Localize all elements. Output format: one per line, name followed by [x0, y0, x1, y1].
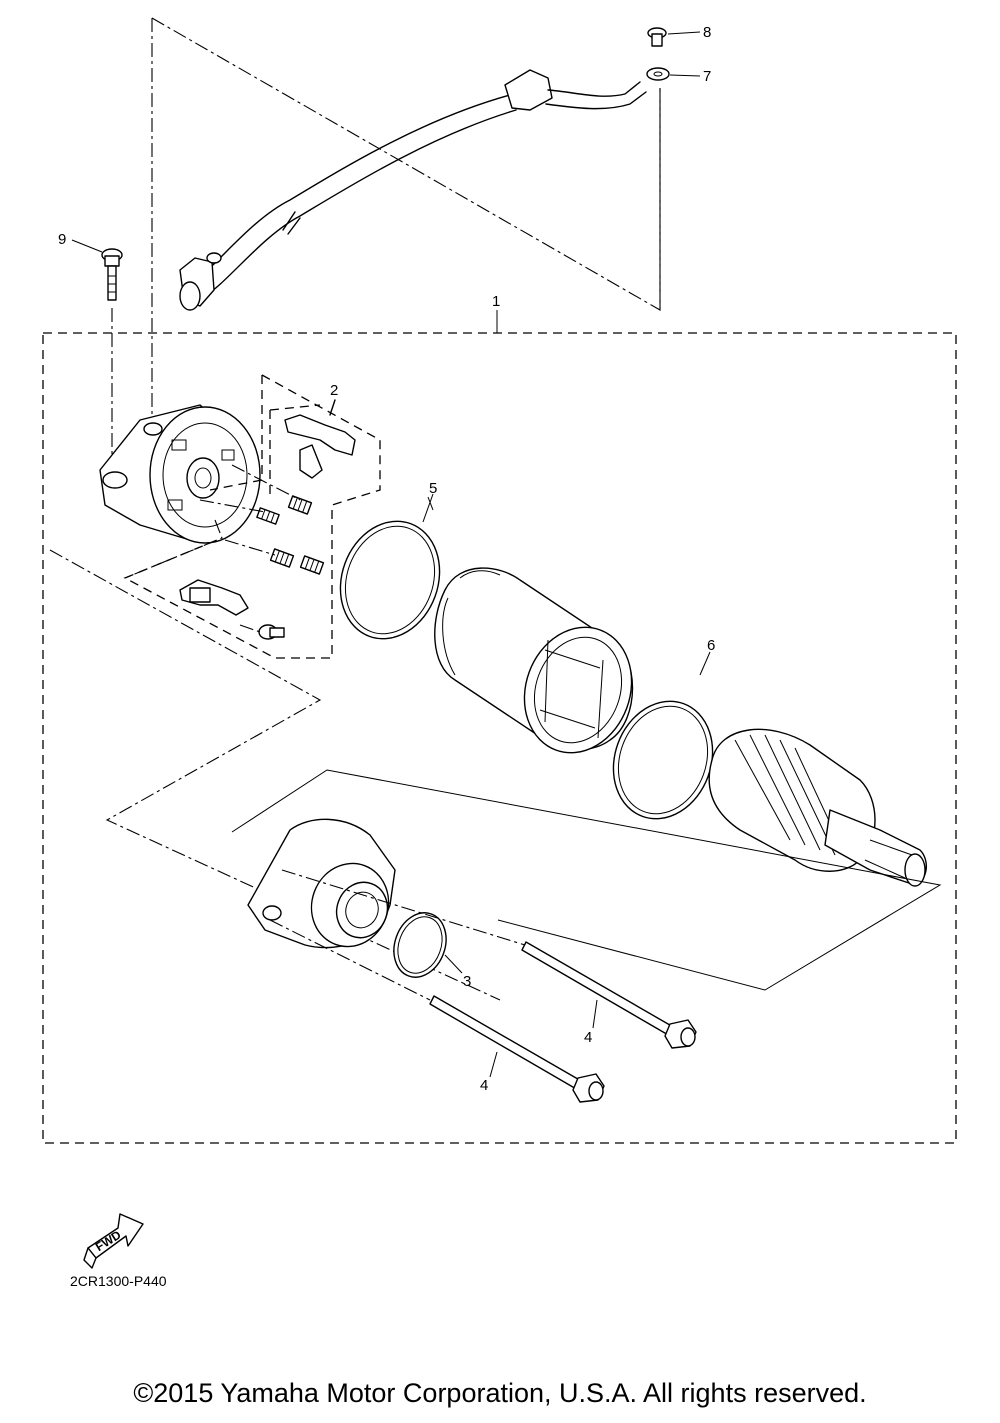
callout-7: 7 — [703, 68, 711, 85]
fwd-arrow-icon: FWD — [83, 1213, 144, 1269]
callout-5: 5 — [429, 480, 437, 497]
callout-3: 3 — [463, 973, 471, 990]
armature — [708, 728, 927, 887]
callout-4-upper: 4 — [584, 1029, 592, 1046]
bolt-part-9 — [101, 248, 123, 470]
lead-wire-guide-lines — [151, 17, 661, 425]
callout-4-lower: 4 — [480, 1077, 488, 1094]
o-ring-part-6 — [612, 651, 714, 820]
yoke-housing — [434, 567, 634, 754]
through-bolt-lower-part-4 — [429, 995, 605, 1103]
o-ring-part-3 — [393, 912, 463, 978]
front-cover-guide-lines — [269, 869, 526, 1001]
front-cover — [247, 818, 396, 949]
callout-2: 2 — [330, 382, 338, 399]
copyright-notice: ©2015 Yamaha Motor Corporation, U.S.A. A… — [133, 1378, 867, 1408]
brush-lower — [179, 579, 285, 640]
callouts: 1 2 3 4 4 5 6 7 8 9 — [58, 24, 715, 1094]
callout-leaders — [71, 31, 701, 511]
screw-part-8 — [647, 27, 667, 47]
callout-1: 1 — [492, 293, 500, 310]
starter-motor-assembly-boundary — [42, 310, 957, 1144]
o-ring-part-5 — [339, 493, 441, 640]
armature-guide-outline — [231, 769, 942, 991]
callout-8: 8 — [703, 24, 711, 41]
callout-9: 9 — [58, 231, 66, 248]
brush-springs — [256, 495, 325, 575]
through-bolt-upper-part-4 — [521, 941, 697, 1049]
callout-6: 6 — [707, 637, 715, 654]
diagram-code: 2CR1300-P440 — [70, 1273, 167, 1289]
rear-cover — [99, 404, 261, 544]
starter-lead-wire — [179, 67, 670, 311]
